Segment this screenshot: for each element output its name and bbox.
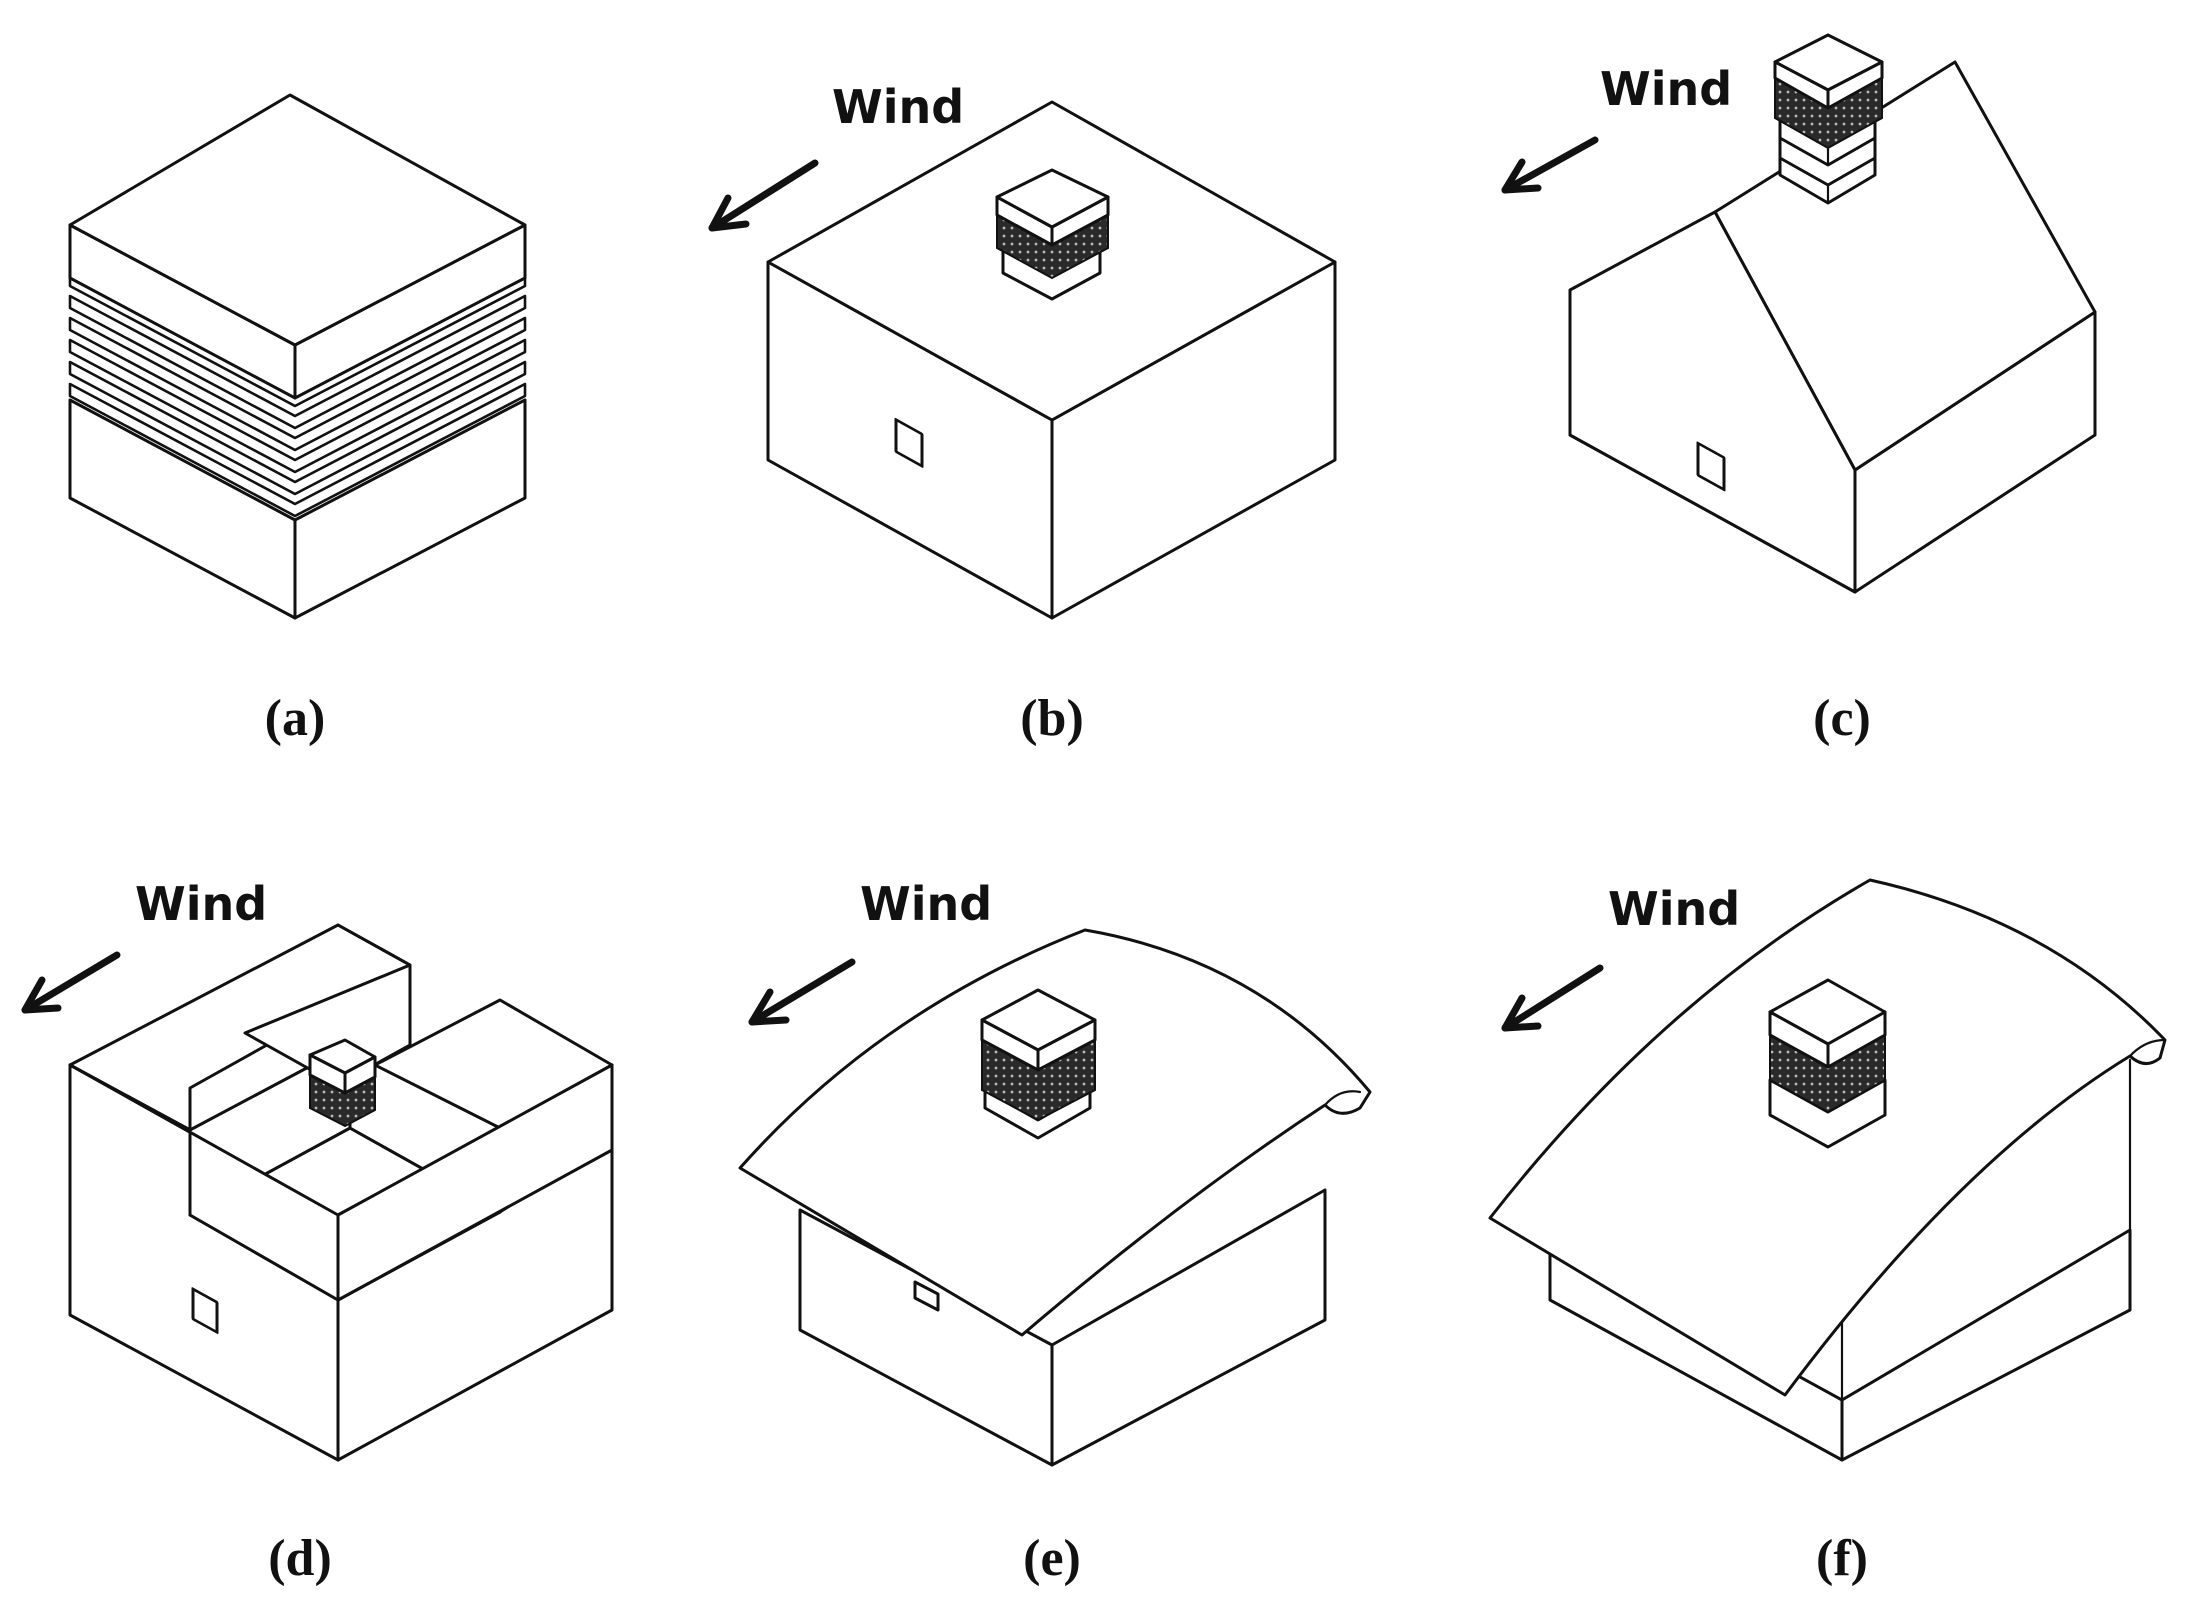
wind-arrow-icon: [748, 958, 856, 1026]
caption-b: (b): [1020, 690, 1084, 747]
wind-arrow-icon: [21, 951, 121, 1014]
window: [1696, 441, 1726, 492]
panel-b: Wind (b): [708, 80, 1337, 747]
wind-arrow-icon: [1501, 964, 1604, 1032]
windcatcher-tower-a: [68, 93, 527, 620]
wind-label-e: Wind: [860, 877, 992, 931]
caption-f: (f): [1816, 1530, 1868, 1587]
roof-windcatcher-f: [1768, 978, 1887, 1149]
panel-c: Wind: [1501, 33, 2097, 747]
curved-roof: [738, 928, 1372, 1337]
wind-arrow-icon: [1501, 136, 1599, 194]
wind-indicator-c: Wind: [1501, 62, 1732, 194]
tall-curved-roof-building: [1488, 878, 2167, 1462]
wind-label-d: Wind: [135, 877, 267, 931]
roof-windcatcher-b: [995, 168, 1110, 301]
caption-d: (d): [268, 1530, 332, 1587]
window: [191, 1287, 219, 1335]
roof-windcatcher-d: [308, 1038, 377, 1128]
caption-c: (c): [1813, 690, 1871, 747]
wind-indicator-b: Wind: [708, 80, 964, 232]
curved-roof-building: [738, 928, 1372, 1467]
courtyard-building: [68, 923, 614, 1462]
wind-indicator-e: Wind: [748, 877, 992, 1026]
caption-a: (a): [265, 690, 326, 747]
caption-e: (e): [1023, 1530, 1081, 1587]
roof-windcatcher-e: [980, 988, 1097, 1140]
panel-f: Wind (f): [1488, 878, 2167, 1587]
wind-label-b: Wind: [832, 80, 964, 134]
panel-a: (a): [68, 93, 527, 747]
louvre-slats: [68, 272, 527, 518]
roof-windcatcher-c: [1773, 33, 1884, 205]
wind-indicator-f: Wind: [1501, 882, 1740, 1032]
wind-arrow-icon: [708, 159, 819, 232]
flat-roof-building: [766, 100, 1337, 620]
wind-label-f: Wind: [1608, 882, 1740, 936]
window: [913, 1280, 940, 1312]
wind-indicator-d: Wind: [21, 877, 267, 1014]
panel-d: Wind: [21, 877, 614, 1587]
wind-label-c: Wind: [1600, 62, 1732, 116]
gable-roof-building: [1568, 33, 2097, 594]
panel-e: Wind (e): [738, 877, 1372, 1587]
window: [894, 417, 924, 468]
